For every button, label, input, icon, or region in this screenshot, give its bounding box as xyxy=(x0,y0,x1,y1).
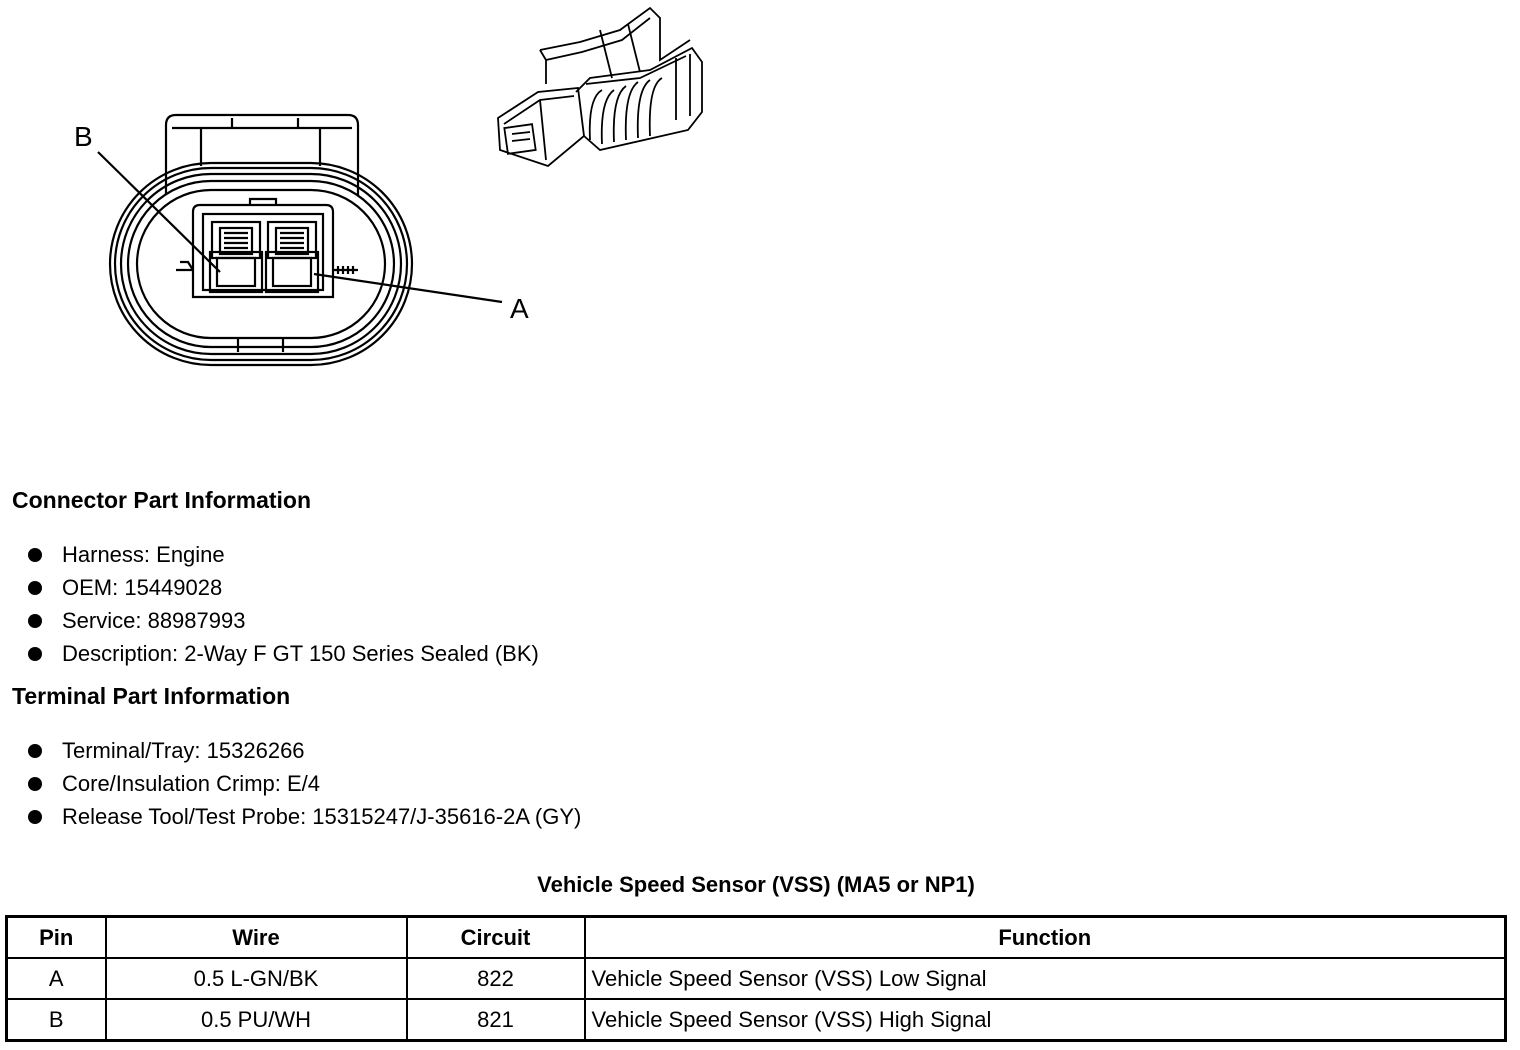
pin-table-title: Vehicle Speed Sensor (VSS) (MA5 or NP1) xyxy=(537,872,975,897)
cell-pin: B xyxy=(5,998,107,1042)
cell-function: Vehicle Speed Sensor (VSS) High Signal xyxy=(583,998,1507,1042)
list-item: Service: 88987993 xyxy=(28,604,539,637)
bullet-icon xyxy=(28,777,42,791)
leader-line-a xyxy=(313,272,503,304)
list-item-text: Description: 2-Way F GT 150 Series Seale… xyxy=(62,641,539,666)
list-item: Harness: Engine xyxy=(28,538,539,571)
list-item: OEM: 15449028 xyxy=(28,571,539,604)
column-header-wire: Wire xyxy=(104,915,408,959)
column-header-circuit: Circuit xyxy=(405,915,586,959)
cell-circuit: 822 xyxy=(405,957,586,1000)
connector-face-view xyxy=(108,113,414,367)
cell-circuit: 821 xyxy=(405,998,586,1042)
list-item-text: Harness: Engine xyxy=(62,542,225,567)
connector-info-list: Harness: Engine OEM: 15449028 Service: 8… xyxy=(28,538,539,670)
list-item-text: Core/Insulation Crimp: E/4 xyxy=(62,771,320,796)
column-header-pin: Pin xyxy=(5,915,107,959)
connector-diagram: B A xyxy=(74,6,703,367)
connector-isometric-view xyxy=(497,6,703,168)
list-item: Terminal/Tray: 15326266 xyxy=(28,734,581,767)
list-item: Description: 2-Way F GT 150 Series Seale… xyxy=(28,637,539,670)
list-item: Release Tool/Test Probe: 15315247/J-3561… xyxy=(28,800,581,833)
column-header-function: Function xyxy=(583,915,1507,959)
table-header-row: Pin Wire Circuit Function xyxy=(5,915,1507,959)
table-row: A 0.5 L-GN/BK 822 Vehicle Speed Sensor (… xyxy=(5,957,1507,1000)
cell-wire: 0.5 L-GN/BK xyxy=(104,957,408,1000)
bullet-icon xyxy=(28,810,42,824)
bullet-icon xyxy=(28,647,42,661)
list-item-text: OEM: 15449028 xyxy=(62,575,223,600)
list-item-text: Terminal/Tray: 15326266 xyxy=(62,738,305,763)
cell-pin: A xyxy=(5,957,107,1000)
list-item-text: Service: 88987993 xyxy=(62,608,246,633)
table-row: B 0.5 PU/WH 821 Vehicle Speed Sensor (VS… xyxy=(5,998,1507,1042)
list-item: Core/Insulation Crimp: E/4 xyxy=(28,767,581,800)
terminal-info-title: Terminal Part Information xyxy=(12,683,291,709)
pin-table: Pin Wire Circuit Function A 0.5 L-GN/BK … xyxy=(5,915,1507,1042)
bullet-icon xyxy=(28,744,42,758)
bullet-icon xyxy=(28,548,42,562)
cell-function: Vehicle Speed Sensor (VSS) Low Signal xyxy=(583,957,1507,1000)
cell-wire: 0.5 PU/WH xyxy=(104,998,408,1042)
pin-label-b: B xyxy=(74,121,93,152)
pin-label-a: A xyxy=(510,293,529,324)
terminal-info-list: Terminal/Tray: 15326266 Core/Insulation … xyxy=(28,734,581,833)
connector-info-title: Connector Part Information xyxy=(12,487,312,513)
bullet-icon xyxy=(28,614,42,628)
list-item-text: Release Tool/Test Probe: 15315247/J-3561… xyxy=(62,804,582,829)
bullet-icon xyxy=(28,581,42,595)
leader-line-b xyxy=(97,151,221,273)
